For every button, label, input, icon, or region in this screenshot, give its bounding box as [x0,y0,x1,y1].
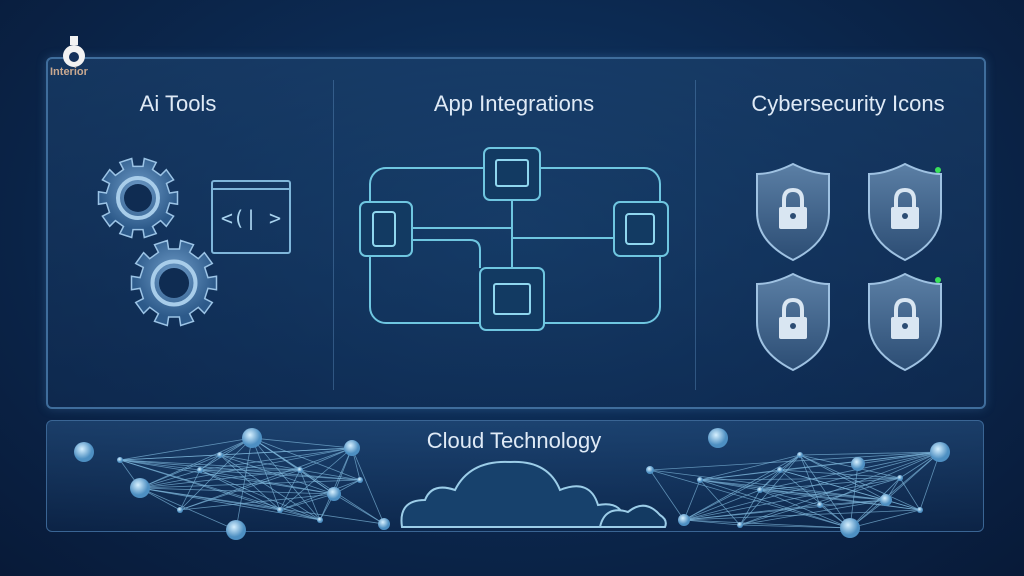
shield-lock-icon [868,162,942,262]
network-icon [646,428,950,538]
shield-lock-icon [756,272,830,372]
section-title-cybersecurity: Cybersecurity Icons [751,91,945,116]
network-node [177,507,183,513]
network-node [880,494,892,506]
folder-icon [483,147,541,201]
services-panel [46,57,986,409]
network-node [757,487,763,493]
network-node [697,477,703,483]
network-node [737,522,743,528]
network-node [74,442,94,462]
code-text: <(| > [221,206,281,230]
section-title-ai-tools: Ai Tools [139,91,217,116]
gear-icon [97,157,179,239]
network-node [378,518,390,530]
network-icon [74,428,390,540]
gear-icon [130,239,218,327]
status-led [935,277,941,283]
shield-lock-icon [868,272,942,372]
folder-icon [479,267,545,331]
divider [333,80,334,390]
network-node [817,502,823,508]
code-window-icon [211,180,291,254]
network-node [917,507,923,513]
logo [50,34,100,74]
network-node [277,507,283,513]
network-node [797,452,803,458]
network-node [297,467,303,473]
network-node [226,520,246,540]
network-node [317,517,323,523]
network-node [327,487,341,501]
section-title-cloud: Cloud Technology [426,428,602,453]
network-node [777,467,783,473]
device-icon [613,201,669,257]
network-node [217,452,223,458]
logo-text: Interior [50,66,88,78]
network-node [646,466,654,474]
network-node [130,478,150,498]
cloud-icon [400,460,667,528]
network-node [197,467,203,473]
network-node [357,477,363,483]
network-node [930,442,950,462]
shield-lock-icon [756,162,830,262]
network-node [708,428,728,448]
divider [695,80,696,390]
network-node [897,475,903,481]
status-led [935,167,941,173]
network-node [840,518,860,538]
network-node [678,514,690,526]
tablet-icon [359,201,413,257]
flask-logo-icon [63,36,85,67]
network-node [117,457,123,463]
network-node [242,428,262,448]
network-node [851,457,865,471]
network-node [344,440,360,456]
section-title-app-integrations: App Integrations [433,91,595,116]
